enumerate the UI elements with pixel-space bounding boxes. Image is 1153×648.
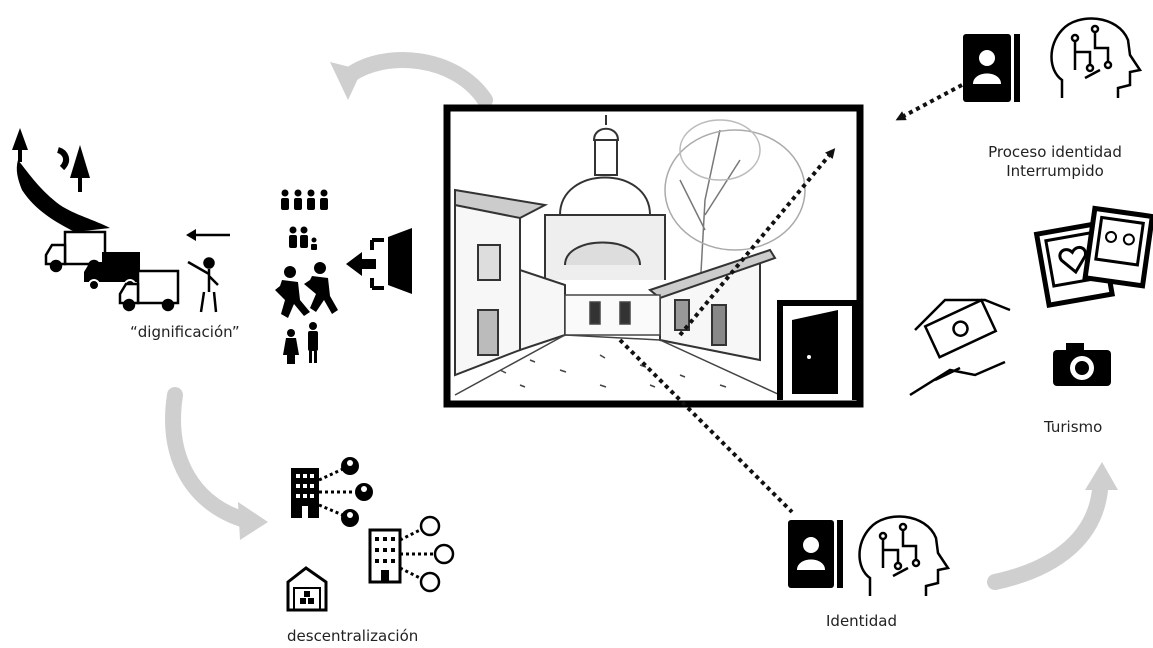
camera-icon bbox=[1053, 343, 1111, 386]
street-sketch bbox=[454, 294, 781, 396]
cycle-arrow-top bbox=[330, 52, 493, 108]
label-dignificacion: “dignificación” bbox=[130, 323, 240, 341]
label-proceso-line2: Interrumpido bbox=[1006, 162, 1104, 180]
contact-book-icon bbox=[963, 34, 1020, 102]
church-dome-sketch bbox=[544, 115, 666, 280]
cycle-arrow-left bbox=[165, 387, 268, 540]
brain-head-icon-bottom bbox=[858, 515, 951, 596]
contact-book-icon-bottom bbox=[788, 520, 843, 588]
road-with-trees-icon bbox=[12, 128, 110, 232]
left-arrow-icon bbox=[186, 229, 230, 241]
people-group-icon bbox=[275, 189, 338, 364]
framed-street-sketch bbox=[443, 104, 864, 408]
building-network-icon bbox=[291, 457, 373, 527]
warehouse-icon bbox=[286, 566, 328, 612]
photos-icon bbox=[1033, 205, 1153, 309]
label-identidad: Identidad bbox=[826, 612, 897, 630]
label-proceso-identidad: Proceso identidad Interrumpido bbox=[970, 143, 1140, 181]
left-buildings-sketch bbox=[454, 188, 566, 377]
open-door-icon bbox=[777, 300, 858, 400]
pointing-person-icon bbox=[187, 257, 219, 313]
cycle-arrow-bottom-right bbox=[987, 462, 1118, 590]
label-proceso-line1: Proceso identidad bbox=[988, 143, 1122, 161]
tree-sketch bbox=[664, 119, 806, 291]
exit-door-icon bbox=[346, 228, 412, 294]
building-network-icon-2 bbox=[368, 515, 455, 593]
dotted-line-down-right bbox=[618, 338, 794, 514]
label-descentralizacion: descentralización bbox=[287, 627, 419, 645]
money-hands-icon bbox=[909, 298, 1011, 397]
trucks-icon bbox=[44, 230, 180, 312]
label-turismo: Turismo bbox=[1044, 418, 1103, 436]
brain-head-icon bbox=[1050, 17, 1143, 98]
dotted-line-to-book bbox=[895, 83, 963, 121]
